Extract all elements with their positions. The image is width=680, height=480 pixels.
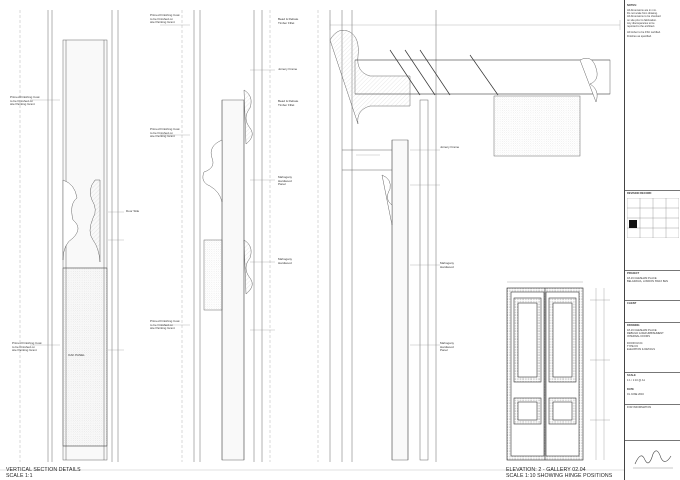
- status-text: FOR INFORMATION: [627, 406, 652, 409]
- vertical-section-1: [19, 10, 124, 462]
- divider: [625, 372, 680, 373]
- label-note-d: Primed Finishing Coat to be Finished on …: [150, 127, 180, 139]
- drawing-subtext: DOOR D2.04 TYPE D3 ELEVATION & DETAILS: [627, 342, 655, 352]
- vertical-section-2: [160, 10, 275, 462]
- door-elevation: [506, 281, 610, 461]
- title-elevation-scale: SCALE 1:10 SHOWING HINGE POSITIONS: [506, 473, 613, 479]
- scale-label: SCALE: [627, 374, 636, 377]
- title-elevation: ELEVATION: 2 - GALLERY 02.04: [506, 467, 586, 473]
- label-mid-c: Bead & Rebate Timber Fillet: [278, 99, 299, 107]
- drawing-heading: DRAWING: [627, 324, 640, 327]
- divider: [625, 322, 680, 323]
- title-vertical-section-scale: SCALE 1:1: [6, 473, 33, 479]
- title-vertical-section: VERTICAL SECTION DETAILS: [6, 467, 81, 473]
- label-note-a: Primed Finishing Coat to be Finished on …: [10, 95, 40, 107]
- signature-logo: [633, 450, 673, 469]
- revision-grid: [627, 198, 679, 238]
- label-mid-e: Mahogany Hardwood: [278, 257, 293, 265]
- revisions-heading: REVISION RECORD: [627, 192, 652, 195]
- label-note-c: Primed Finishing Coat to be Finished on …: [150, 13, 180, 25]
- label-mid-a: Bead & Rebate Timber Fillet: [278, 17, 299, 25]
- divider: [625, 190, 680, 191]
- label-right-a: Joinery Frame: [440, 145, 460, 149]
- project-text: 18-19 CHESHAM PLACE BELGRAVIA, LONDON SW…: [627, 277, 669, 284]
- notes-heading: NOTES:: [627, 4, 637, 7]
- drawing-text: 18-19 CHESHAM PLACE REBUILD & REFURBISHM…: [627, 329, 664, 339]
- label-mid-d: Mahogany Hardwood Panel: [278, 175, 293, 187]
- notes-text: All dimensions are in mm. Do not scale f…: [627, 9, 661, 38]
- divider: [625, 270, 680, 271]
- divider: [625, 404, 680, 405]
- date-value: 01 JUNE 2016: [627, 393, 644, 396]
- divider: [625, 300, 680, 301]
- scale-value: 1:1 / 1:10 @ A1: [627, 379, 645, 382]
- project-heading: PROJECT: [627, 272, 640, 275]
- title-block: NOTES: All dimensions are in mm. Do not …: [624, 0, 680, 480]
- label-door-stile: Door Stile: [126, 209, 140, 213]
- label-note-e: Primed Finishing Coat to be Finished on …: [150, 319, 180, 331]
- label-right-b: Mahogany Hardwood: [440, 261, 455, 269]
- label-mid-b: Joinery Frame: [278, 67, 298, 71]
- label-oak-panel: OAK PANEL: [68, 353, 85, 357]
- label-note-b: Primed Finishing Coat to be Finished on …: [12, 341, 42, 353]
- horizontal-section-detail: [317, 10, 621, 462]
- date-label: DATE: [627, 388, 634, 391]
- label-right-c: Mahogany Hardwood Panel: [440, 341, 455, 353]
- divider: [625, 440, 680, 441]
- client-heading: CLIENT: [627, 302, 637, 305]
